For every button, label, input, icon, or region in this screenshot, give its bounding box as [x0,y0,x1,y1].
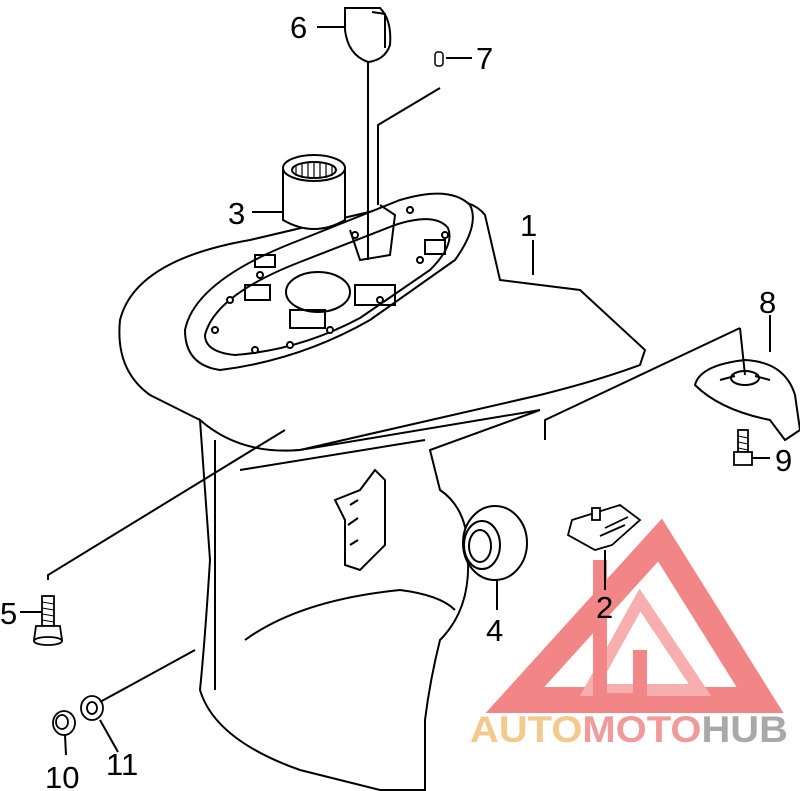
oil-seal [462,505,528,581]
grommet [344,7,392,64]
callout-5: 5 [0,596,17,631]
bolt-9 [733,429,753,466]
lower-unit-housing [118,192,647,791]
automotohub-logo [485,518,784,713]
callout-10: 10 [45,760,79,791]
callout-6: 6 [290,10,307,45]
gearcase-body [198,409,541,791]
callout-3: 3 [228,196,245,231]
callout-1: 1 [520,208,537,243]
anode-clip [566,504,642,551]
watermark-hub: HUB [701,709,788,750]
callout-7: 7 [476,41,493,76]
callout-9: 9 [775,443,792,478]
needle-bearing [282,154,346,230]
dowel-pin [434,51,444,67]
callout-4: 4 [486,613,503,648]
water-intake [333,468,386,572]
washer [80,695,104,721]
drain-plug [52,710,76,736]
callout-labels: 1 2 3 4 5 6 7 8 9 10 11 [0,10,792,791]
trim-tab [693,358,800,442]
callout-8: 8 [759,285,776,320]
watermark-moto: MOTO [582,709,701,750]
bolt-5 [32,595,64,646]
callout-11: 11 [106,747,138,782]
callout-2: 2 [596,590,613,625]
watermark-auto: AUTO [470,709,582,750]
leader-lines [20,26,771,756]
